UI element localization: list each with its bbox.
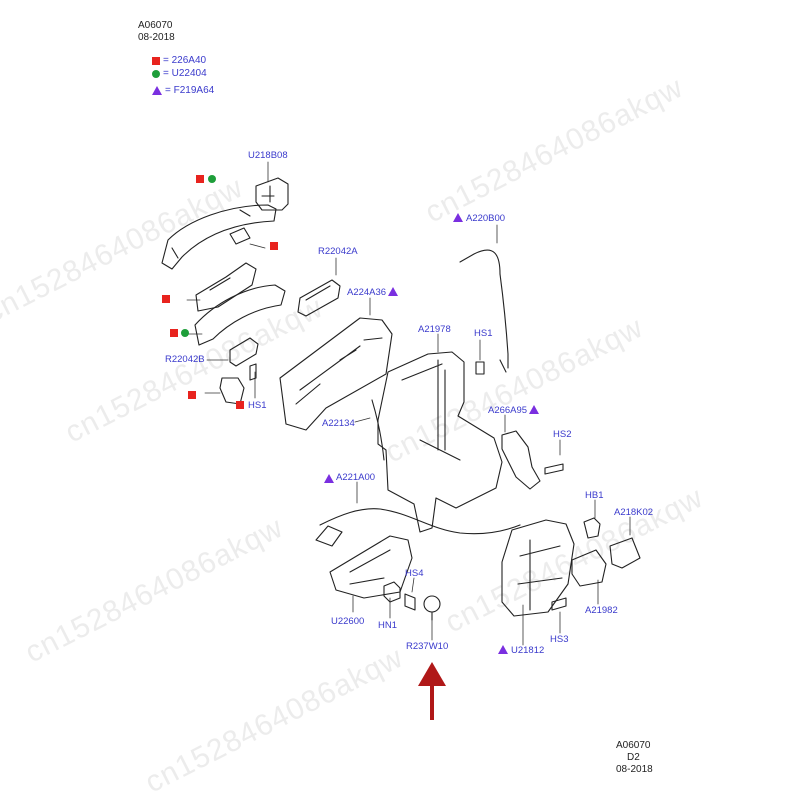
callout-r237w10[interactable]: R237W10 bbox=[406, 641, 449, 652]
header-date: 08-2018 bbox=[138, 32, 175, 43]
callout-a224a36[interactable]: A224A36 bbox=[347, 287, 387, 298]
r237w10-part bbox=[423, 595, 441, 621]
hs1-screw-part bbox=[475, 361, 485, 375]
purple-triangle-icon bbox=[529, 405, 539, 414]
u22600-part bbox=[329, 535, 413, 599]
a218k02-part bbox=[609, 537, 641, 569]
a224a36-part bbox=[279, 317, 393, 431]
hs3-screw-part bbox=[551, 597, 567, 611]
hb1-part bbox=[583, 517, 601, 539]
red-arrow-icon bbox=[418, 662, 446, 720]
screw-part bbox=[249, 363, 257, 381]
green-circle-icon bbox=[181, 329, 189, 337]
legend-item-square: = 226A40 bbox=[152, 55, 206, 66]
green-circle-icon bbox=[208, 175, 216, 183]
hs4-screw-part bbox=[404, 593, 416, 611]
callout-hs1-top[interactable]: HS1 bbox=[474, 328, 493, 339]
callout-u21812[interactable]: U21812 bbox=[511, 645, 545, 656]
a22134-part bbox=[371, 399, 385, 461]
callout-hs4[interactable]: HS4 bbox=[405, 568, 424, 579]
outer-handle-part bbox=[161, 204, 277, 270]
red-square-icon bbox=[270, 242, 278, 250]
leader-lines bbox=[186, 161, 631, 646]
purple-triangle-icon bbox=[388, 287, 398, 296]
small-clip-part bbox=[229, 227, 251, 245]
red-square-icon bbox=[152, 56, 160, 65]
red-square-icon bbox=[170, 329, 178, 337]
a266a95-part bbox=[501, 430, 541, 490]
purple-triangle-icon bbox=[152, 86, 162, 95]
callout-a21982[interactable]: A21982 bbox=[585, 605, 618, 616]
u21812-part bbox=[501, 519, 575, 617]
callout-a21978[interactable]: A21978 bbox=[418, 324, 451, 335]
legend-label: = U22404 bbox=[163, 68, 207, 79]
hs2-screw-part bbox=[544, 463, 564, 475]
a221a00-part bbox=[315, 508, 521, 547]
a220b00-part bbox=[459, 249, 509, 373]
u218b08-part bbox=[255, 177, 289, 211]
callout-r22042a[interactable]: R22042A bbox=[318, 246, 358, 257]
red-square-icon bbox=[196, 175, 204, 183]
legend-item-triangle: = F219A64 bbox=[152, 85, 214, 96]
hn1-part bbox=[383, 581, 401, 603]
callout-hs1-left[interactable]: HS1 bbox=[248, 400, 267, 411]
callout-a218k02[interactable]: A218K02 bbox=[614, 507, 654, 518]
a21982-part bbox=[571, 549, 607, 587]
a21978-part bbox=[377, 351, 503, 533]
legend-item-circle: = U22404 bbox=[152, 68, 207, 79]
callout-r22042b[interactable]: R22042B bbox=[165, 354, 205, 365]
red-square-icon bbox=[236, 401, 244, 409]
r22042b-part bbox=[229, 337, 259, 367]
callout-a221a00[interactable]: A221A00 bbox=[336, 472, 376, 483]
footer-date: 08-2018 bbox=[616, 764, 653, 775]
r22042a-part bbox=[297, 279, 341, 317]
handle-bar-part bbox=[194, 284, 286, 346]
red-square-icon bbox=[188, 391, 196, 399]
callout-u218b08[interactable]: U218B08 bbox=[248, 150, 288, 161]
callout-hs3[interactable]: HS3 bbox=[550, 634, 569, 645]
legend-label: = F219A64 bbox=[165, 85, 215, 96]
callout-a266a95[interactable]: A266A95 bbox=[488, 405, 528, 416]
callout-a22134[interactable]: A22134 bbox=[322, 418, 355, 429]
purple-triangle-icon bbox=[324, 474, 334, 483]
purple-triangle-icon bbox=[453, 213, 463, 222]
green-circle-icon bbox=[152, 69, 160, 78]
legend-label: = 226A40 bbox=[163, 55, 207, 66]
header-code: A06070 bbox=[138, 20, 173, 31]
callout-hs2[interactable]: HS2 bbox=[553, 429, 572, 440]
footer-code: A06070 bbox=[616, 740, 651, 751]
purple-triangle-icon bbox=[498, 645, 508, 654]
callout-u22600[interactable]: U22600 bbox=[331, 616, 365, 627]
red-square-icon bbox=[162, 295, 170, 303]
callout-a220b00[interactable]: A220B00 bbox=[466, 213, 506, 224]
footer-sheet: D2 bbox=[627, 752, 640, 763]
callout-hn1[interactable]: HN1 bbox=[378, 620, 398, 631]
callout-hb1[interactable]: HB1 bbox=[585, 490, 604, 501]
handle-base-part bbox=[195, 262, 257, 312]
